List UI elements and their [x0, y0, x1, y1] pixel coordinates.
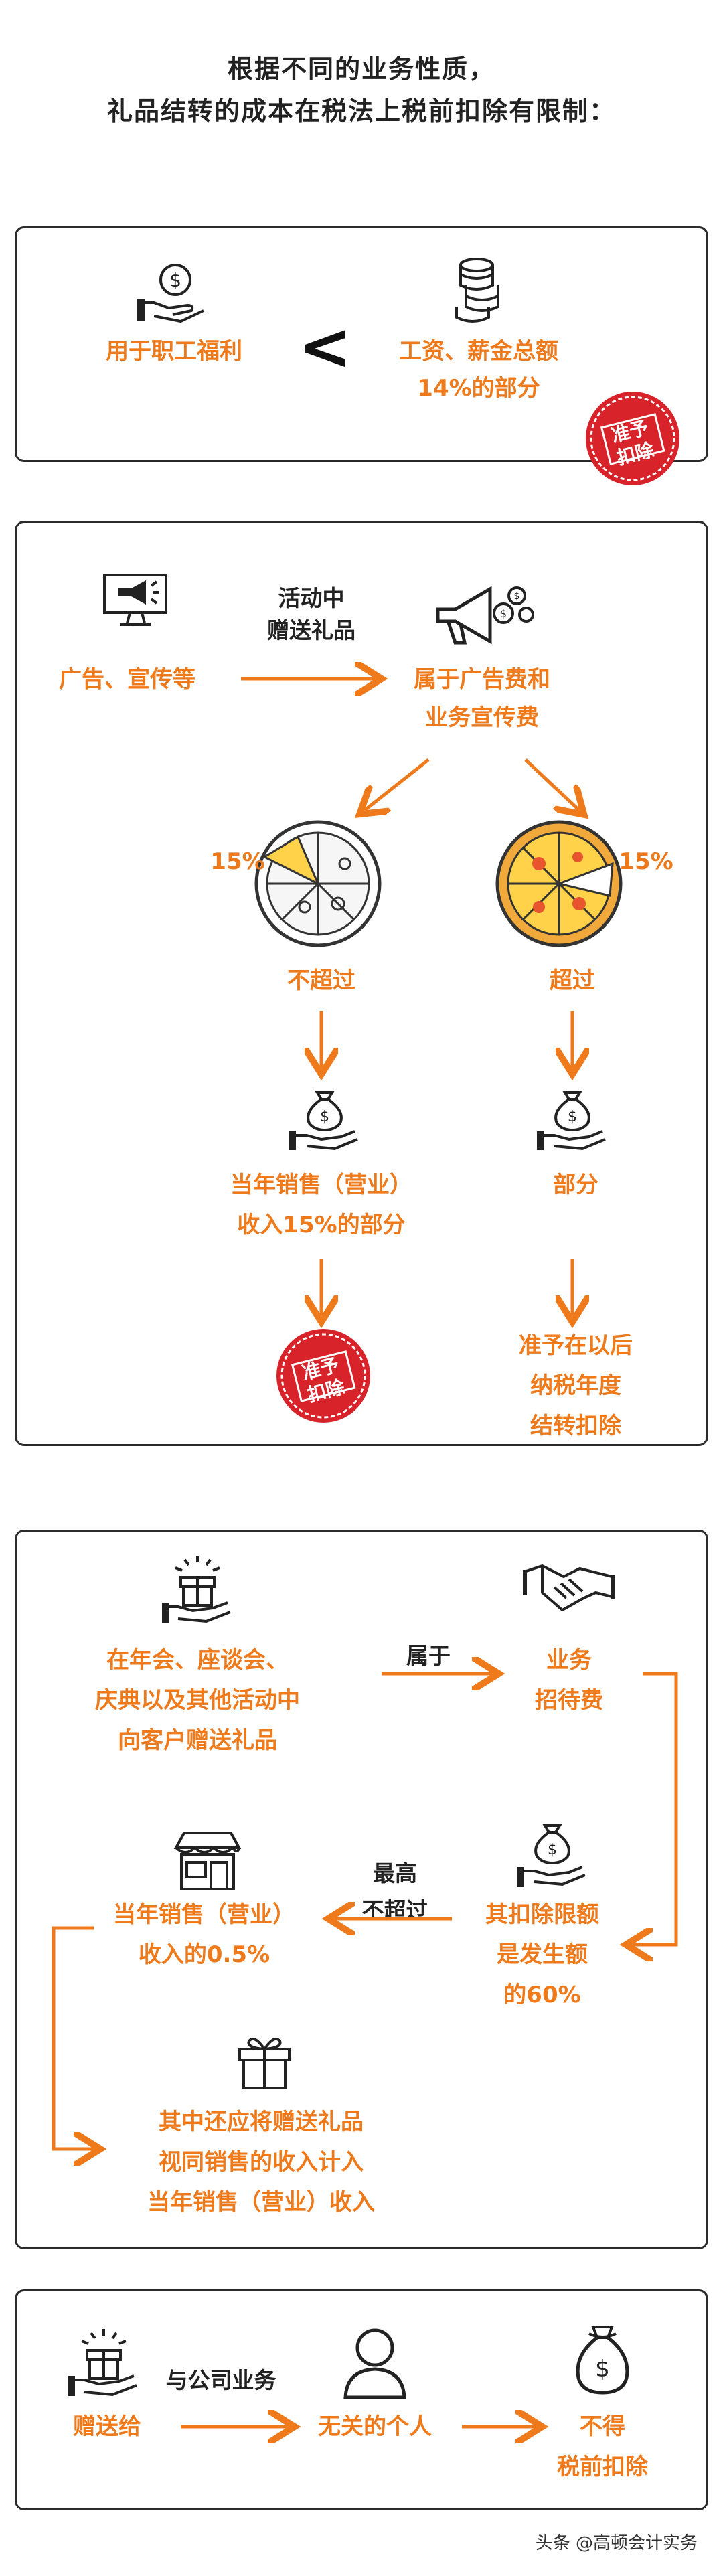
event-gift-line-3: 向客户赠送礼品 — [118, 1727, 277, 1754]
money-bag-hand-icon-right: $ — [537, 1091, 606, 1151]
header-line-1: 根据不同的业务性质， — [227, 54, 495, 84]
entertainment-line-2: 招待费 — [535, 1687, 603, 1714]
not-deductible-line-1: 不得 — [580, 2413, 625, 2440]
entertainment-panel — [15, 1530, 708, 2249]
pct-right: 15% — [619, 848, 673, 875]
limit-line-1: 其扣除限额 — [485, 1901, 599, 1928]
entertainment-line-1: 业务 — [546, 1647, 592, 1674]
coin-stack-icon — [455, 258, 499, 323]
carry-forward-line-2: 纳税年度 — [530, 1372, 621, 1399]
megaphone-coins-icon: $ $ — [436, 586, 534, 645]
salary-line-2: 14%的部分 — [417, 375, 540, 402]
gift-activity-line-1: 活动中 — [278, 585, 345, 611]
carry-forward-line-1: 准予在以后 — [519, 1332, 633, 1359]
give-to-label: 赠送给 — [73, 2413, 141, 2440]
deductible-stamp-1 — [586, 392, 679, 485]
money-bag-hand-icon: $ — [289, 1091, 358, 1151]
event-gift-line-1: 在年会、座谈会、 — [106, 1647, 289, 1674]
money-bag-hand-icon-limit: $ — [517, 1824, 586, 1887]
max-line-1: 最高 — [373, 1860, 417, 1886]
svg-text:$: $ — [169, 269, 181, 291]
svg-text:$: $ — [500, 607, 507, 620]
person-icon — [343, 2328, 406, 2399]
pizza-filled-icon — [495, 820, 623, 947]
advertising-label: 广告、宣传等 — [59, 666, 195, 693]
svg-text:$: $ — [568, 1109, 577, 1125]
hand-coin-icon: $ — [137, 264, 204, 323]
note-line-3: 当年销售（营业）收入 — [147, 2189, 375, 2216]
income-15-line-1: 当年销售（营业） — [230, 1172, 412, 1198]
gift-hand-icon — [162, 1556, 231, 1623]
income-05-line-1: 当年销售（营业） — [113, 1901, 295, 1928]
salary-line-1: 工资、薪金总额 — [399, 338, 558, 365]
money-bag-icon: $ — [576, 2326, 629, 2395]
svg-text:$: $ — [548, 1842, 557, 1858]
excess-part-label: 部分 — [553, 1172, 598, 1198]
welfare-label: 用于职工福利 — [106, 338, 242, 365]
limit-line-3: 的60% — [503, 1982, 581, 2008]
less-than-symbol: < — [298, 309, 352, 384]
exceed-label: 超过 — [550, 967, 595, 994]
income-15-line-2: 收入15%的部分 — [237, 1212, 406, 1238]
unrelated-business-label: 与公司业务 — [165, 2367, 276, 2393]
pct-left: 15% — [210, 848, 265, 875]
svg-text:$: $ — [514, 591, 520, 602]
event-gift-line-2: 庆典以及其他活动中 — [95, 1687, 300, 1714]
header-line-2: 礼品结转的成本在税法上税前扣除有限制： — [106, 96, 616, 126]
ad-expense-line-1: 属于广告费和 — [414, 666, 550, 693]
shop-icon — [173, 1832, 242, 1890]
handshake-icon — [523, 1564, 615, 1612]
note-line-1: 其中还应将赠送礼品 — [159, 2109, 364, 2136]
carry-forward-line-3: 结转扣除 — [530, 1413, 621, 1439]
not-deductible-line-2: 税前扣除 — [557, 2453, 648, 2480]
not-exceed-label: 不超过 — [287, 967, 355, 994]
pizza-outline-icon — [254, 820, 382, 947]
deductible-stamp-2 — [276, 1329, 370, 1423]
gift-box-icon — [238, 2038, 291, 2089]
gift-hand-icon-2 — [68, 2329, 137, 2397]
income-05-line-2: 收入的0.5% — [138, 1941, 270, 1968]
gift-activity-line-2: 赠送礼品 — [267, 617, 355, 643]
belongs-to-label: 属于 — [406, 1643, 451, 1669]
svg-text:$: $ — [320, 1109, 329, 1125]
unrelated-person-label: 无关的个人 — [318, 2413, 432, 2440]
arrow-split-left — [365, 758, 430, 810]
arrow-entertainment-to-limit — [633, 1672, 678, 1945]
footer-watermark: 头条 @高顿会计实务 — [535, 2533, 698, 2553]
arrow-split-right — [524, 758, 579, 810]
note-line-2: 视同销售的收入计入 — [159, 2149, 364, 2176]
svg-text:$: $ — [595, 2356, 610, 2383]
monitor-megaphone-icon — [103, 574, 167, 626]
arrow-income-to-note — [52, 1926, 94, 2149]
ad-expense-line-2: 业务宣传费 — [425, 704, 539, 731]
limit-line-2: 是发生额 — [497, 1941, 588, 1968]
